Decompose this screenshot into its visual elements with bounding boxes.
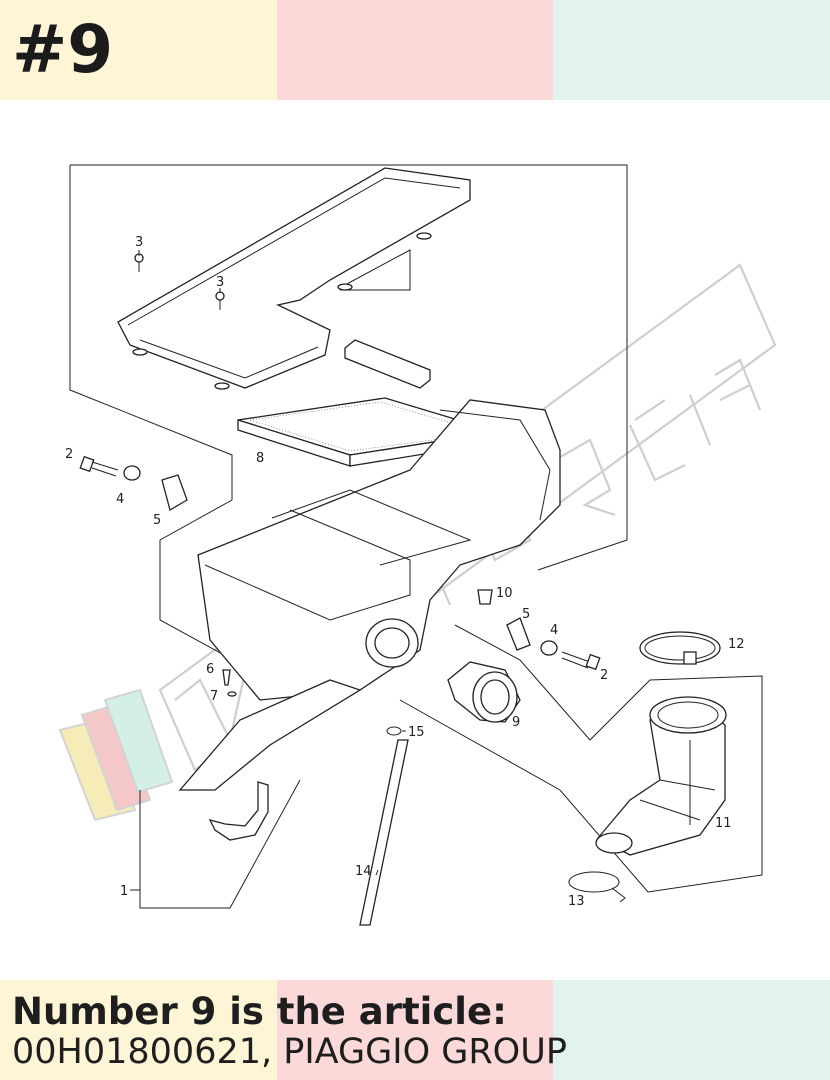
leader-lines	[130, 250, 406, 891]
clip-5a	[161, 474, 188, 511]
band-yellow-bottom	[0, 980, 277, 1080]
callout-11: 11	[715, 816, 732, 831]
callout-4a: 4	[116, 492, 124, 507]
band-pink	[277, 0, 553, 100]
callout-2b: 2	[600, 668, 608, 683]
bolt-2b	[561, 651, 601, 671]
callout-4b: 4	[550, 623, 558, 638]
intake-duct	[595, 696, 727, 856]
callout-7: 7	[210, 689, 218, 704]
callout-3b: 3	[216, 275, 224, 290]
air-filter-cover	[117, 167, 471, 390]
callout-6: 6	[206, 662, 214, 677]
item-number-badge: #9	[12, 11, 114, 88]
callout-5a: 5	[153, 513, 161, 528]
band-yellow	[0, 0, 277, 100]
band-mint	[553, 0, 830, 100]
callout-labels: 3 3 2 4 5 8 10 5 4 2 12 6 7 9 15 11 14 1…	[65, 235, 745, 909]
callout-12: 12	[728, 637, 745, 652]
washer-7	[227, 691, 237, 697]
callout-14: 14	[355, 864, 372, 879]
callout-15: 15	[408, 725, 425, 740]
intake-adaptor	[447, 661, 521, 723]
callout-10: 10	[496, 586, 513, 601]
callout-5b: 5	[522, 607, 530, 622]
washer-4b	[540, 640, 558, 656]
screw-3a	[134, 253, 144, 272]
washer-4a	[123, 465, 141, 481]
airbox-housing	[178, 399, 561, 841]
spring-clip-13	[568, 871, 626, 903]
frame-upper	[70, 164, 628, 571]
band-pink-bottom	[277, 980, 553, 1080]
nut-10	[477, 589, 493, 605]
callout-9: 9	[512, 715, 520, 730]
screw-3b	[215, 291, 225, 310]
callout-13: 13	[568, 894, 585, 909]
callout-8: 8	[256, 451, 264, 466]
band-mint-bottom	[553, 980, 830, 1080]
drain-hose	[359, 739, 409, 926]
clip-5b	[506, 617, 531, 651]
callout-2a: 2	[65, 447, 73, 462]
caption-heading: Number 9 is the article:	[12, 990, 507, 1033]
frame-lower	[139, 779, 301, 909]
hose-clip-15	[386, 726, 402, 736]
callout-1: 1	[120, 884, 128, 899]
bolt-2a	[79, 455, 119, 477]
caption-article-code: 00H01800621, PIAGGIO GROUP	[12, 1032, 567, 1072]
callout-3a: 3	[135, 235, 143, 250]
frame-right	[399, 624, 763, 893]
hose-clamp-12	[639, 631, 721, 665]
top-color-band	[0, 0, 830, 100]
bottom-color-band	[0, 980, 830, 1080]
screw-6	[222, 669, 231, 686]
exploded-parts-diagram: 3 3 2 4 5 8 10 5 4 2 12 6 7 9 15 11 14 1…	[58, 164, 777, 926]
